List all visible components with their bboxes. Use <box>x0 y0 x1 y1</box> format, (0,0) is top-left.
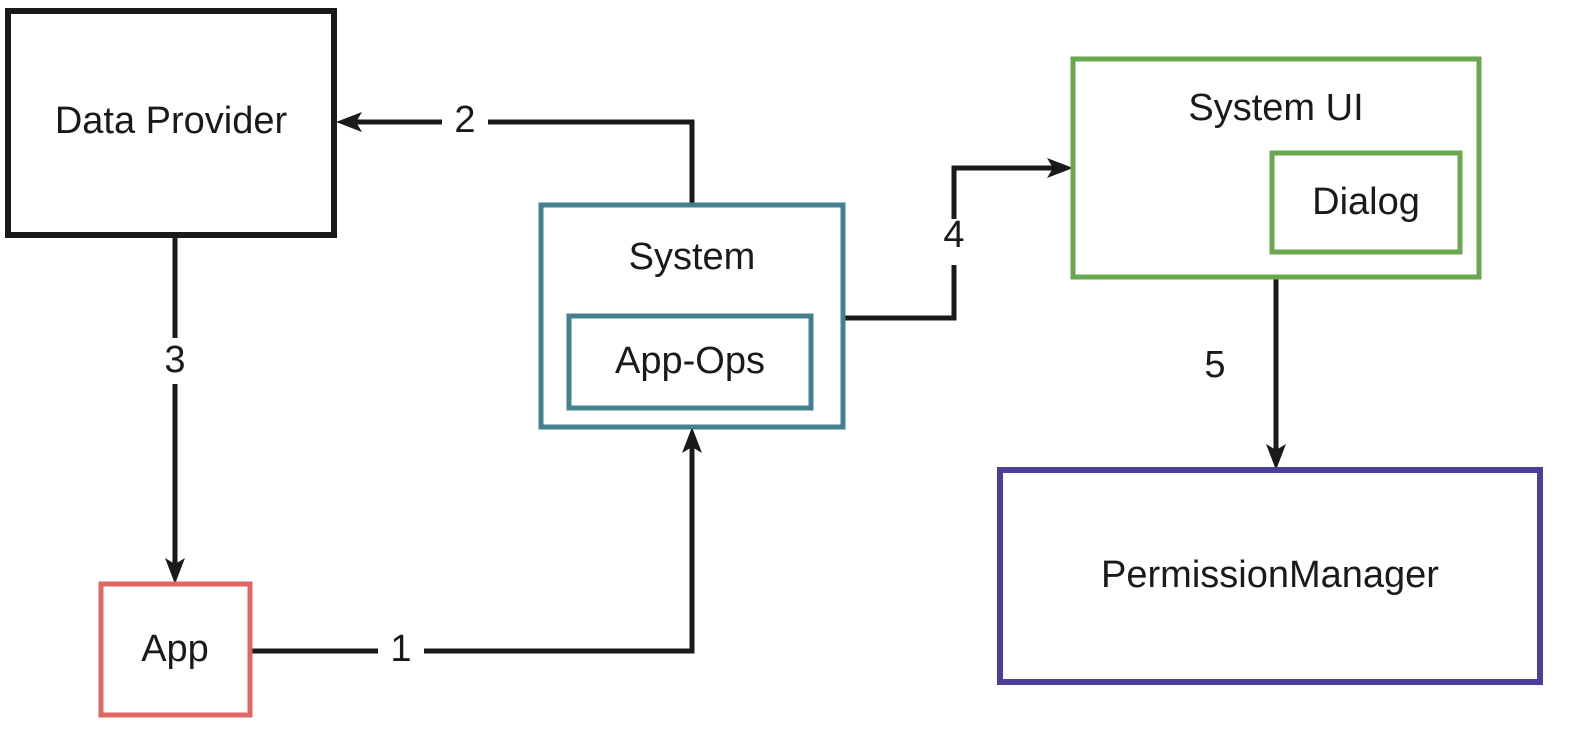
node-box-data-provider[interactable] <box>5 8 337 238</box>
node-box-permission-manager[interactable] <box>997 467 1543 685</box>
node-label-app-ops: App-Ops <box>615 340 765 382</box>
node-label-permission-manager: PermissionManager <box>1101 554 1439 596</box>
edges-layer <box>165 112 1286 654</box>
node-permission-manager[interactable]: PermissionManager <box>997 467 1543 685</box>
arrowhead-icon <box>1266 444 1286 470</box>
node-label-app: App <box>141 628 209 670</box>
node-box-dialog[interactable] <box>1269 150 1463 255</box>
edge-system-to-system-ui <box>844 158 1073 321</box>
arrowhead-icon <box>165 558 185 584</box>
edge-labels-layer: 1 2 3 4 5 <box>164 99 1225 670</box>
node-data-provider[interactable]: Data Provider <box>5 8 337 238</box>
edge-line <box>252 440 695 654</box>
node-box-app-ops[interactable] <box>566 313 814 411</box>
node-app-ops[interactable]: App-Ops <box>566 313 814 411</box>
edge-system-ui-to-permission-manager <box>1266 278 1286 470</box>
node-app[interactable]: App <box>98 581 253 718</box>
node-label-system-ui: System UI <box>1188 87 1363 129</box>
node-box-app[interactable] <box>98 581 253 718</box>
edge-system-to-data-provider <box>336 112 695 205</box>
edge-label: 2 <box>454 99 475 141</box>
edge-line <box>844 165 1060 321</box>
node-label-data-provider: Data Provider <box>55 100 288 142</box>
arrowhead-icon <box>1047 158 1073 178</box>
edge-line <box>349 119 695 205</box>
arrowhead-icon <box>682 427 702 453</box>
edge-app-to-system <box>252 427 702 654</box>
edge-label: 5 <box>1204 344 1225 386</box>
edge-label: 3 <box>164 339 185 381</box>
edge-label: 1 <box>390 628 411 670</box>
node-label-dialog: Dialog <box>1312 181 1420 223</box>
edge-data-provider-to-app <box>165 236 185 584</box>
arrowhead-icon <box>336 112 362 132</box>
node-dialog[interactable]: Dialog <box>1269 150 1463 255</box>
edge-label: 4 <box>943 214 964 256</box>
node-label-system: System <box>629 236 756 278</box>
